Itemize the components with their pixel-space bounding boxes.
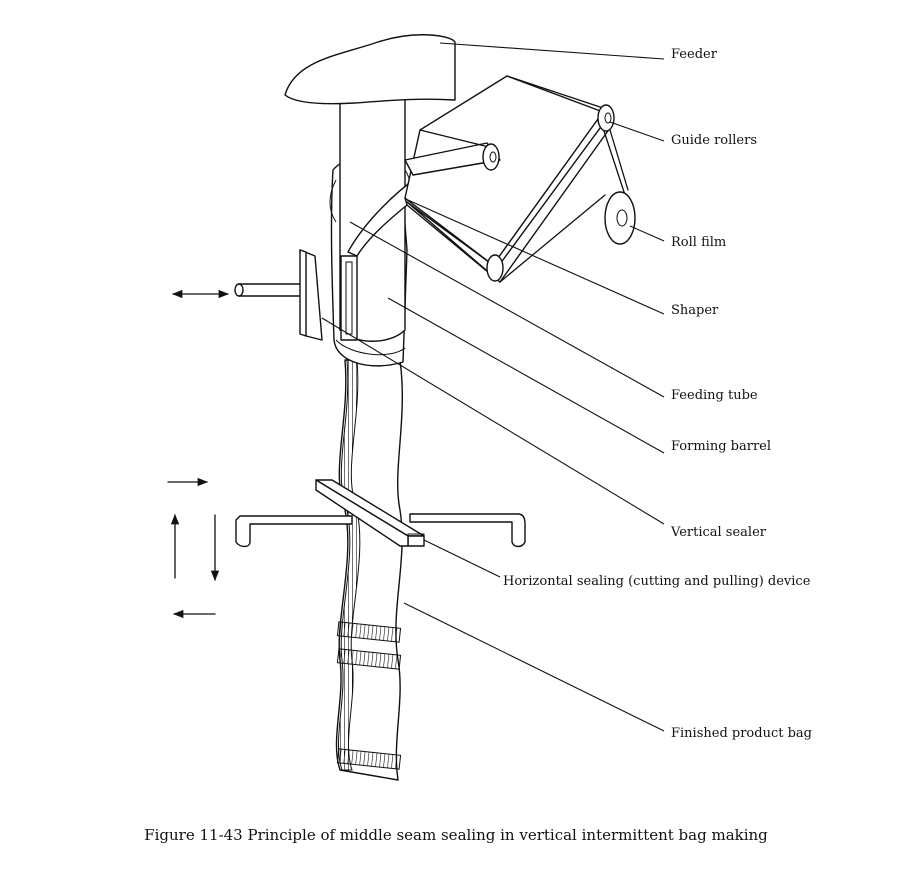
roll-film-web (404, 75, 629, 283)
vertical-sealer-actuator (234, 249, 323, 341)
label-shaper: Shaper (671, 303, 719, 318)
label-vertical-sealer: Vertical sealer (671, 525, 766, 540)
label-feeding-tube: Feeding tube (671, 388, 758, 403)
leader-lines (321, 42, 665, 732)
label-finished-product-bag: Finished product bag (671, 726, 812, 741)
horizontal-sealing-device (235, 479, 526, 548)
guide-rollers (482, 104, 615, 282)
motion-arrows (167, 289, 230, 619)
label-forming-barrel: Forming barrel (671, 439, 772, 454)
label-feeder: Feeder (671, 47, 717, 62)
roll-film (499, 191, 636, 283)
feeder (284, 34, 456, 105)
label-roll-film: Roll film (671, 235, 727, 250)
label-guide-rollers: Guide rollers (671, 133, 757, 148)
finished-product-bag (335, 359, 403, 781)
figure-caption: Figure 11-43 Principle of middle seam se… (144, 826, 768, 844)
label-horizontal-sealing-device: Horizontal sealing (cutting and pulling)… (503, 574, 811, 589)
vertical-sealer (340, 255, 358, 341)
